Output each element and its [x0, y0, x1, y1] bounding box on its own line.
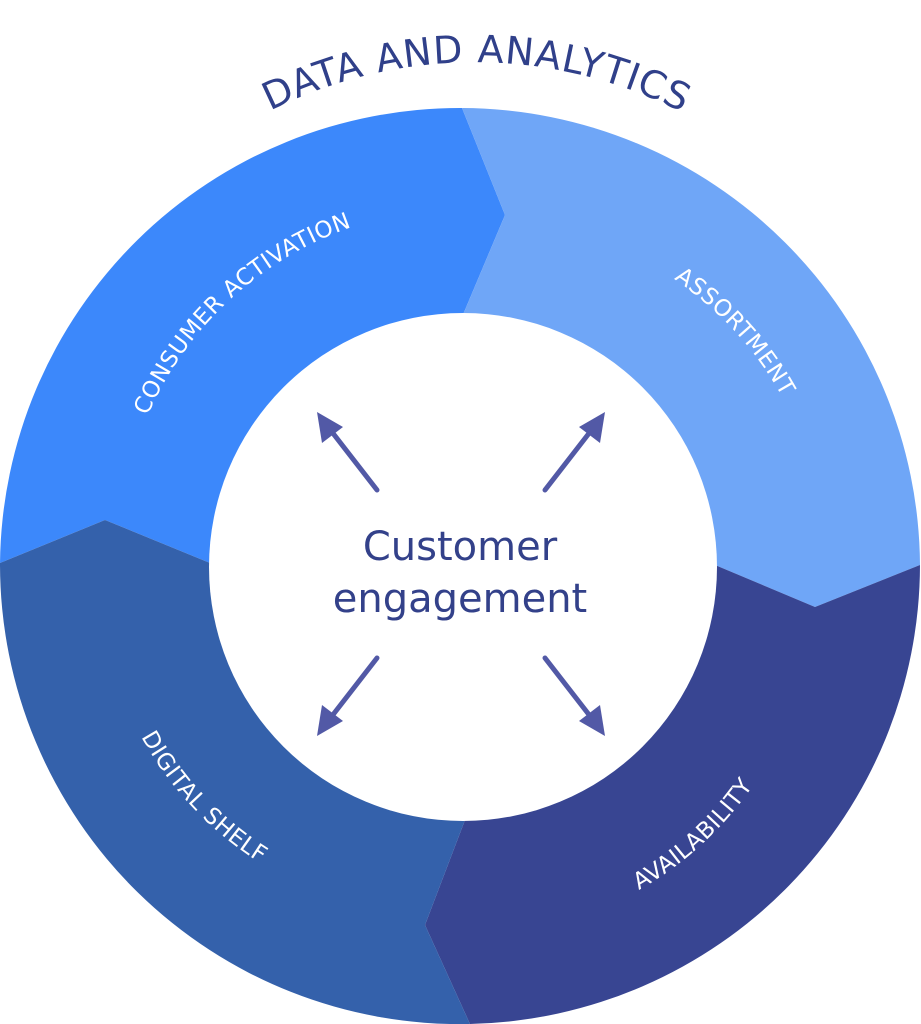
arrow-up-left-icon — [317, 412, 380, 493]
arrow-up-right-icon — [542, 412, 605, 493]
center-line-1: Customer — [363, 524, 558, 570]
diagram-title: DATA AND ANALYTICS — [255, 27, 698, 121]
arrow-down-left-icon — [317, 655, 380, 736]
segment-digital-shelf — [0, 520, 470, 1024]
segment-assortment — [462, 108, 920, 607]
center-line-2: engagement — [333, 576, 587, 622]
arrow-down-right-icon — [542, 655, 605, 736]
segment-consumer-activation — [0, 107, 505, 564]
segment-availability — [425, 565, 920, 1024]
